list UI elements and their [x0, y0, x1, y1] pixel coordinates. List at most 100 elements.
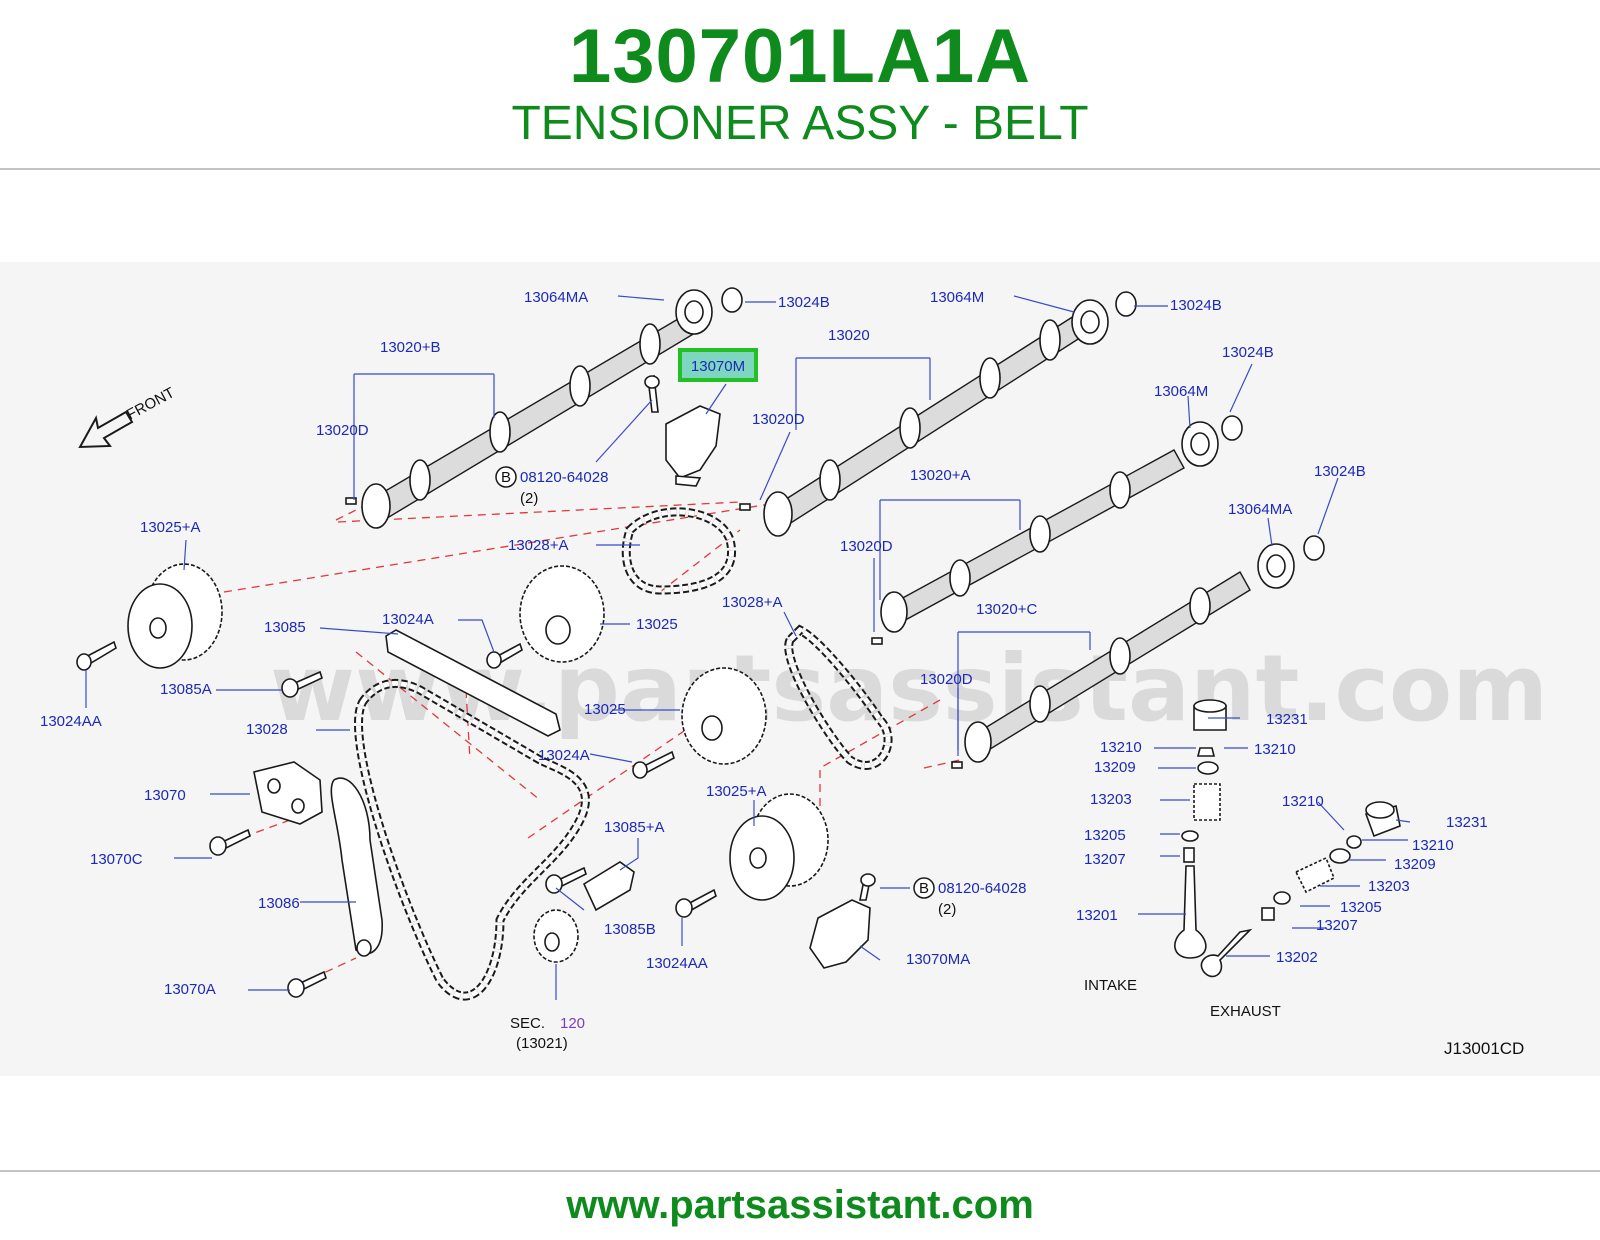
- quantity-label: (2): [520, 490, 538, 507]
- dowel-pins: [345, 497, 963, 769]
- valve-train-exhaust: [1200, 801, 1401, 978]
- label-13025[interactable]: 13025: [636, 616, 678, 633]
- label-13070A[interactable]: 13070A: [164, 981, 216, 998]
- label-13024B[interactable]: 13024B: [1170, 297, 1222, 314]
- label-13024AA[interactable]: 13024AA: [40, 713, 102, 730]
- sprocket-13025a-left: [127, 563, 223, 669]
- label-13070MA[interactable]: 13070MA: [906, 951, 970, 968]
- parts-diagram-panel: www.partsassistant.com FRONT: [0, 262, 1600, 1076]
- part-name-subtitle: TENSIONER ASSY - BELT: [511, 97, 1089, 150]
- bolt-symbol-b: B: [913, 877, 935, 899]
- alignment-dashed-lines: [223, 499, 961, 985]
- bearing-rings: [675, 287, 1325, 589]
- exhaust-label: EXHAUST: [1210, 1003, 1281, 1020]
- sprocket-13025a-lower: [729, 793, 829, 901]
- front-arrow-icon: [78, 410, 134, 449]
- page-header: 130701LA1A TENSIONER ASSY - BELT: [0, 0, 1600, 170]
- label-13064M[interactable]: 13064M: [930, 289, 984, 306]
- tensioner-13070MA: [809, 899, 871, 969]
- intake-label: INTAKE: [1084, 977, 1137, 994]
- bolt-symbol-a: B: [495, 466, 517, 488]
- section-label: SEC.: [510, 1015, 545, 1032]
- part-number-title: 130701LA1A: [568, 14, 1032, 99]
- timing-chain-main: [354, 678, 590, 1001]
- footer-url-link[interactable]: www.partsassistant.com: [566, 1183, 1034, 1227]
- label-13205[interactable]: 13205: [1340, 899, 1382, 916]
- label-13020D[interactable]: 13020D: [840, 538, 893, 555]
- label-13025[interactable]: 13025: [584, 701, 626, 718]
- footer-divider: [0, 1170, 1600, 1172]
- label-13064M[interactable]: 13064M: [1154, 383, 1208, 400]
- chain-guide-13085: [385, 629, 561, 737]
- label-13210[interactable]: 13210: [1412, 837, 1454, 854]
- label-13207[interactable]: 13207: [1316, 917, 1358, 934]
- section-number-link[interactable]: 120: [560, 1015, 585, 1032]
- section-ref: (13021): [516, 1035, 568, 1052]
- label-13209[interactable]: 13209: [1094, 759, 1136, 776]
- label-13207[interactable]: 13207: [1084, 851, 1126, 868]
- label-13025-plus-a[interactable]: 13025+A: [140, 519, 200, 536]
- label-13085[interactable]: 13085: [264, 619, 306, 636]
- label-13070M-highlighted[interactable]: 13070M: [691, 358, 745, 375]
- leader-lines: [85, 295, 1411, 1000]
- label-13210[interactable]: 13210: [1100, 739, 1142, 756]
- label-13020-plus-b[interactable]: 13020+B: [380, 339, 440, 356]
- label-13028-plus-a[interactable]: 13028+A: [508, 537, 568, 554]
- label-13024A[interactable]: 13024A: [538, 747, 590, 764]
- label-13020-plus-c[interactable]: 13020+C: [976, 601, 1037, 618]
- crank-sprocket: [533, 909, 579, 963]
- parts-diagram: www.partsassistant.com FRONT: [40, 287, 1548, 1058]
- label-13020[interactable]: 13020: [828, 327, 870, 344]
- label-13028-plus-a[interactable]: 13028+A: [722, 594, 782, 611]
- label-13205[interactable]: 13205: [1084, 827, 1126, 844]
- label-13070[interactable]: 13070: [144, 787, 186, 804]
- label-08120-64028[interactable]: 08120-64028: [938, 880, 1026, 897]
- camshaft-intake-left: [361, 311, 701, 529]
- label-13024B[interactable]: 13024B: [778, 294, 830, 311]
- label-13201[interactable]: 13201: [1076, 907, 1118, 924]
- label-13020D[interactable]: 13020D: [920, 671, 973, 688]
- label-13064MA[interactable]: 13064MA: [1228, 501, 1292, 518]
- label-08120-64028[interactable]: 08120-64028: [520, 469, 608, 486]
- sprocket-13025-lower: [681, 667, 767, 765]
- chain-guide-13086: [330, 777, 383, 957]
- header-divider: [0, 168, 1600, 170]
- svg-text:B: B: [919, 880, 929, 897]
- camshaft-exhaust-right: [964, 571, 1251, 763]
- label-13210[interactable]: 13210: [1282, 793, 1324, 810]
- highlight-box: [678, 348, 758, 382]
- tensioner-13070M: [665, 405, 721, 487]
- camshaft-intake-right: [880, 449, 1185, 633]
- label-13025-plus-a[interactable]: 13025+A: [706, 783, 766, 800]
- label-13086[interactable]: 13086: [258, 895, 300, 912]
- label-13231[interactable]: 13231: [1446, 814, 1488, 831]
- label-13231[interactable]: 13231: [1266, 711, 1308, 728]
- label-13210[interactable]: 13210: [1254, 741, 1296, 758]
- label-13064MA[interactable]: 13064MA: [524, 289, 588, 306]
- diagram-code: J13001CD: [1444, 1039, 1524, 1058]
- label-13202[interactable]: 13202: [1276, 949, 1318, 966]
- timing-chain-secondary-lower: [784, 624, 893, 770]
- label-13085-plus-a[interactable]: 13085+A: [604, 819, 664, 836]
- label-13209[interactable]: 13209: [1394, 856, 1436, 873]
- label-13085B[interactable]: 13085B: [604, 921, 656, 938]
- label-13028[interactable]: 13028: [246, 721, 288, 738]
- label-13024AA[interactable]: 13024AA: [646, 955, 708, 972]
- timing-chain-secondary-upper: [621, 507, 736, 595]
- bolts: [76, 374, 876, 998]
- camshaft-exhaust-left: [763, 315, 1087, 537]
- label-13085A[interactable]: 13085A: [160, 681, 212, 698]
- label-13020D[interactable]: 13020D: [752, 411, 805, 428]
- label-13024A[interactable]: 13024A: [382, 611, 434, 628]
- quantity-label: (2): [938, 901, 956, 918]
- label-13203[interactable]: 13203: [1368, 878, 1410, 895]
- label-13070C[interactable]: 13070C: [90, 851, 143, 868]
- svg-text:B: B: [501, 469, 511, 486]
- label-13020-plus-a[interactable]: 13020+A: [910, 467, 970, 484]
- label-13024B[interactable]: 13024B: [1314, 463, 1366, 480]
- guide-13085a-plus: [582, 861, 635, 912]
- label-13020D[interactable]: 13020D: [316, 422, 369, 439]
- front-label: FRONT: [124, 384, 178, 423]
- label-13203[interactable]: 13203: [1090, 791, 1132, 808]
- label-13024B[interactable]: 13024B: [1222, 344, 1274, 361]
